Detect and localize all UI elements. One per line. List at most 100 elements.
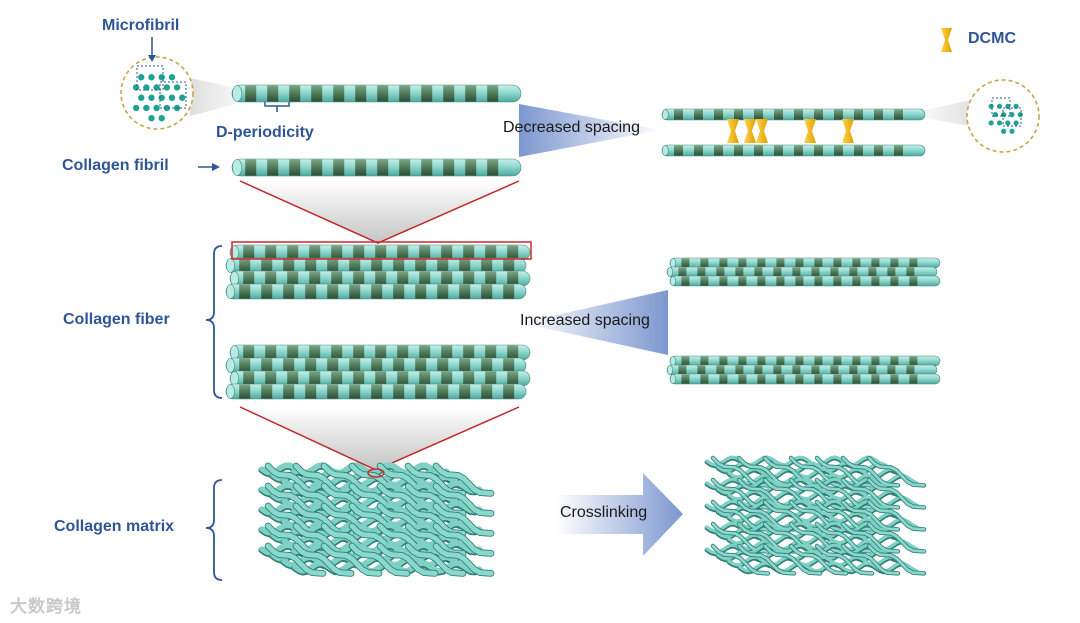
zoom-funnel-fiber <box>240 407 519 470</box>
increased-spacing-arrow <box>521 290 668 355</box>
crosslinking-label: Crosslinking <box>560 504 648 521</box>
matrix-crossfiber-highlight <box>763 544 822 575</box>
fiber-bundle-right-upper-strand-2 <box>666 266 938 278</box>
microfibril-dot <box>1009 112 1015 118</box>
fiber-bundle-upper-strand-4 <box>225 283 527 300</box>
d-periodicity-label: D-periodicity <box>216 124 314 141</box>
microfibril-dot <box>996 103 1003 109</box>
matrix-crossfiber-highlight <box>433 523 494 556</box>
matrix-crossfiber-highlight <box>841 544 900 575</box>
collagen-fibril-pointer-head <box>212 163 220 171</box>
matrix-crossfiber-highlight <box>737 544 796 575</box>
microfibril-unit-box-right-2 <box>1002 107 1022 127</box>
fiber-bundle-upper-strand-3 <box>229 270 531 287</box>
microfibril-dot <box>1009 128 1015 134</box>
microfibril-dot <box>158 94 165 101</box>
matrix-crossfiber-highlight <box>789 544 848 575</box>
matrix-crossfiber-highlight <box>867 500 926 531</box>
microfibril-dot <box>148 74 155 81</box>
microfibril-dot <box>168 94 176 101</box>
microfibril-dot <box>988 120 994 126</box>
microfibril-dot <box>173 84 181 91</box>
d-periodicity-bracket <box>264 100 290 112</box>
microfibril-dot <box>148 115 155 122</box>
fibril-layer <box>225 84 941 400</box>
collagen-fiber-brace <box>205 245 223 399</box>
matrix-crossfiber-highlight <box>789 456 848 487</box>
fiber-bundle-upper-strand-2 <box>225 257 527 274</box>
microfibril-dot <box>153 104 160 112</box>
microfibril-dot <box>1005 120 1011 126</box>
collagen-matrix-label: Collagen matrix <box>54 518 175 535</box>
fiber-bundle-right-upper-strand-3 <box>669 275 941 287</box>
fibril-highlight-box <box>231 241 532 260</box>
fiber-bundle-lower-strand-3 <box>229 370 531 387</box>
matrix-crossfiber-highlight <box>789 478 848 509</box>
matrix-crossfiber-highlight <box>841 478 900 509</box>
matrix-crossfiber-highlight <box>711 544 770 575</box>
fiber-bundle-right-lower-strand-1 <box>669 355 941 367</box>
microfibril-dot <box>148 94 155 101</box>
matrix-crossfiber-highlight <box>815 544 874 575</box>
fibril-pair-upper <box>661 108 926 121</box>
matrix-zoom-highlight <box>367 468 385 478</box>
matrix-crossfiber-highlight <box>867 456 926 487</box>
microfibril-dot <box>168 74 176 81</box>
matrix-crossfiber-highlight <box>737 456 796 487</box>
collagen-matrix-crosslinked <box>704 455 927 576</box>
microfibril-pointer-head <box>148 55 156 62</box>
collagen-fiber-label: Collagen fiber <box>63 311 170 328</box>
microfibril-unit-box <box>136 65 164 91</box>
fiber-bundle-right-lower-strand-3 <box>669 373 941 385</box>
microfibril-dot <box>179 94 186 101</box>
matrix-crossfiber-highlight <box>265 543 326 576</box>
microfibril-zoom-cone-right <box>925 98 980 128</box>
microfibril-dot <box>1017 112 1023 118</box>
dcmc-legend-icon <box>941 28 952 52</box>
matrix-crossfiber-highlight <box>433 483 494 516</box>
microfibril-zoom-cone-left <box>190 78 236 116</box>
matrix-crossfiber-highlight <box>321 543 382 576</box>
fibril-pair-lower <box>661 144 926 157</box>
zoom-funnel-fibril <box>240 181 519 243</box>
microfibril-dot <box>153 84 160 91</box>
matrix-crossfiber-highlight <box>867 544 926 575</box>
matrix-crossfiber-highlight <box>789 522 848 553</box>
matrix-crossfiber-highlight <box>737 478 796 509</box>
matrix-crossfiber-highlight <box>405 543 466 576</box>
microfibril-dot <box>1005 103 1011 109</box>
matrix-crossfiber-highlight <box>349 543 410 576</box>
fiber-bundle-lower-strand-4 <box>225 383 527 400</box>
microfibril-dot <box>163 84 171 91</box>
dcmc-label: DCMC <box>968 30 1016 47</box>
microfibril-unit-box-right <box>991 97 1011 117</box>
matrix-crossfiber-highlight <box>737 522 796 553</box>
collagen-matrix-dense <box>258 462 495 577</box>
microfibril-unit-box-2 <box>159 81 187 109</box>
microfibril-dot <box>988 103 994 109</box>
microfibril-dot <box>163 104 171 112</box>
matrix-crossfiber-highlight <box>377 543 438 576</box>
matrix-crossfiber-highlight <box>841 500 900 531</box>
matrix-crossfiber-highlight <box>293 543 354 576</box>
fibril-top <box>231 84 522 103</box>
decreased-spacing-label: Decreased spacing <box>503 119 640 136</box>
increased-spacing-label: Increased spacing <box>520 312 650 329</box>
microfibril-dots-left <box>132 74 186 122</box>
matrix-crossfiber-highlight <box>841 522 900 553</box>
collagen-matrix-brace <box>205 479 223 581</box>
microfibril-dot <box>996 120 1003 126</box>
matrix-crossfiber-highlight <box>433 503 494 536</box>
microfibril-dot <box>138 74 145 81</box>
microfibril-dot <box>132 104 140 112</box>
microfibril-dot <box>158 74 165 81</box>
microfibril-dot <box>158 115 165 122</box>
microfibril-dot <box>143 104 150 112</box>
dcmc-crosslink-3 <box>756 119 768 143</box>
dcmc-crosslink-1 <box>727 119 739 143</box>
matrix-crossfiber-highlight <box>867 478 926 509</box>
microfibril-dot <box>132 84 140 91</box>
matrix-crossfiber-highlight <box>867 522 926 553</box>
crosslinking-arrow <box>555 473 683 556</box>
